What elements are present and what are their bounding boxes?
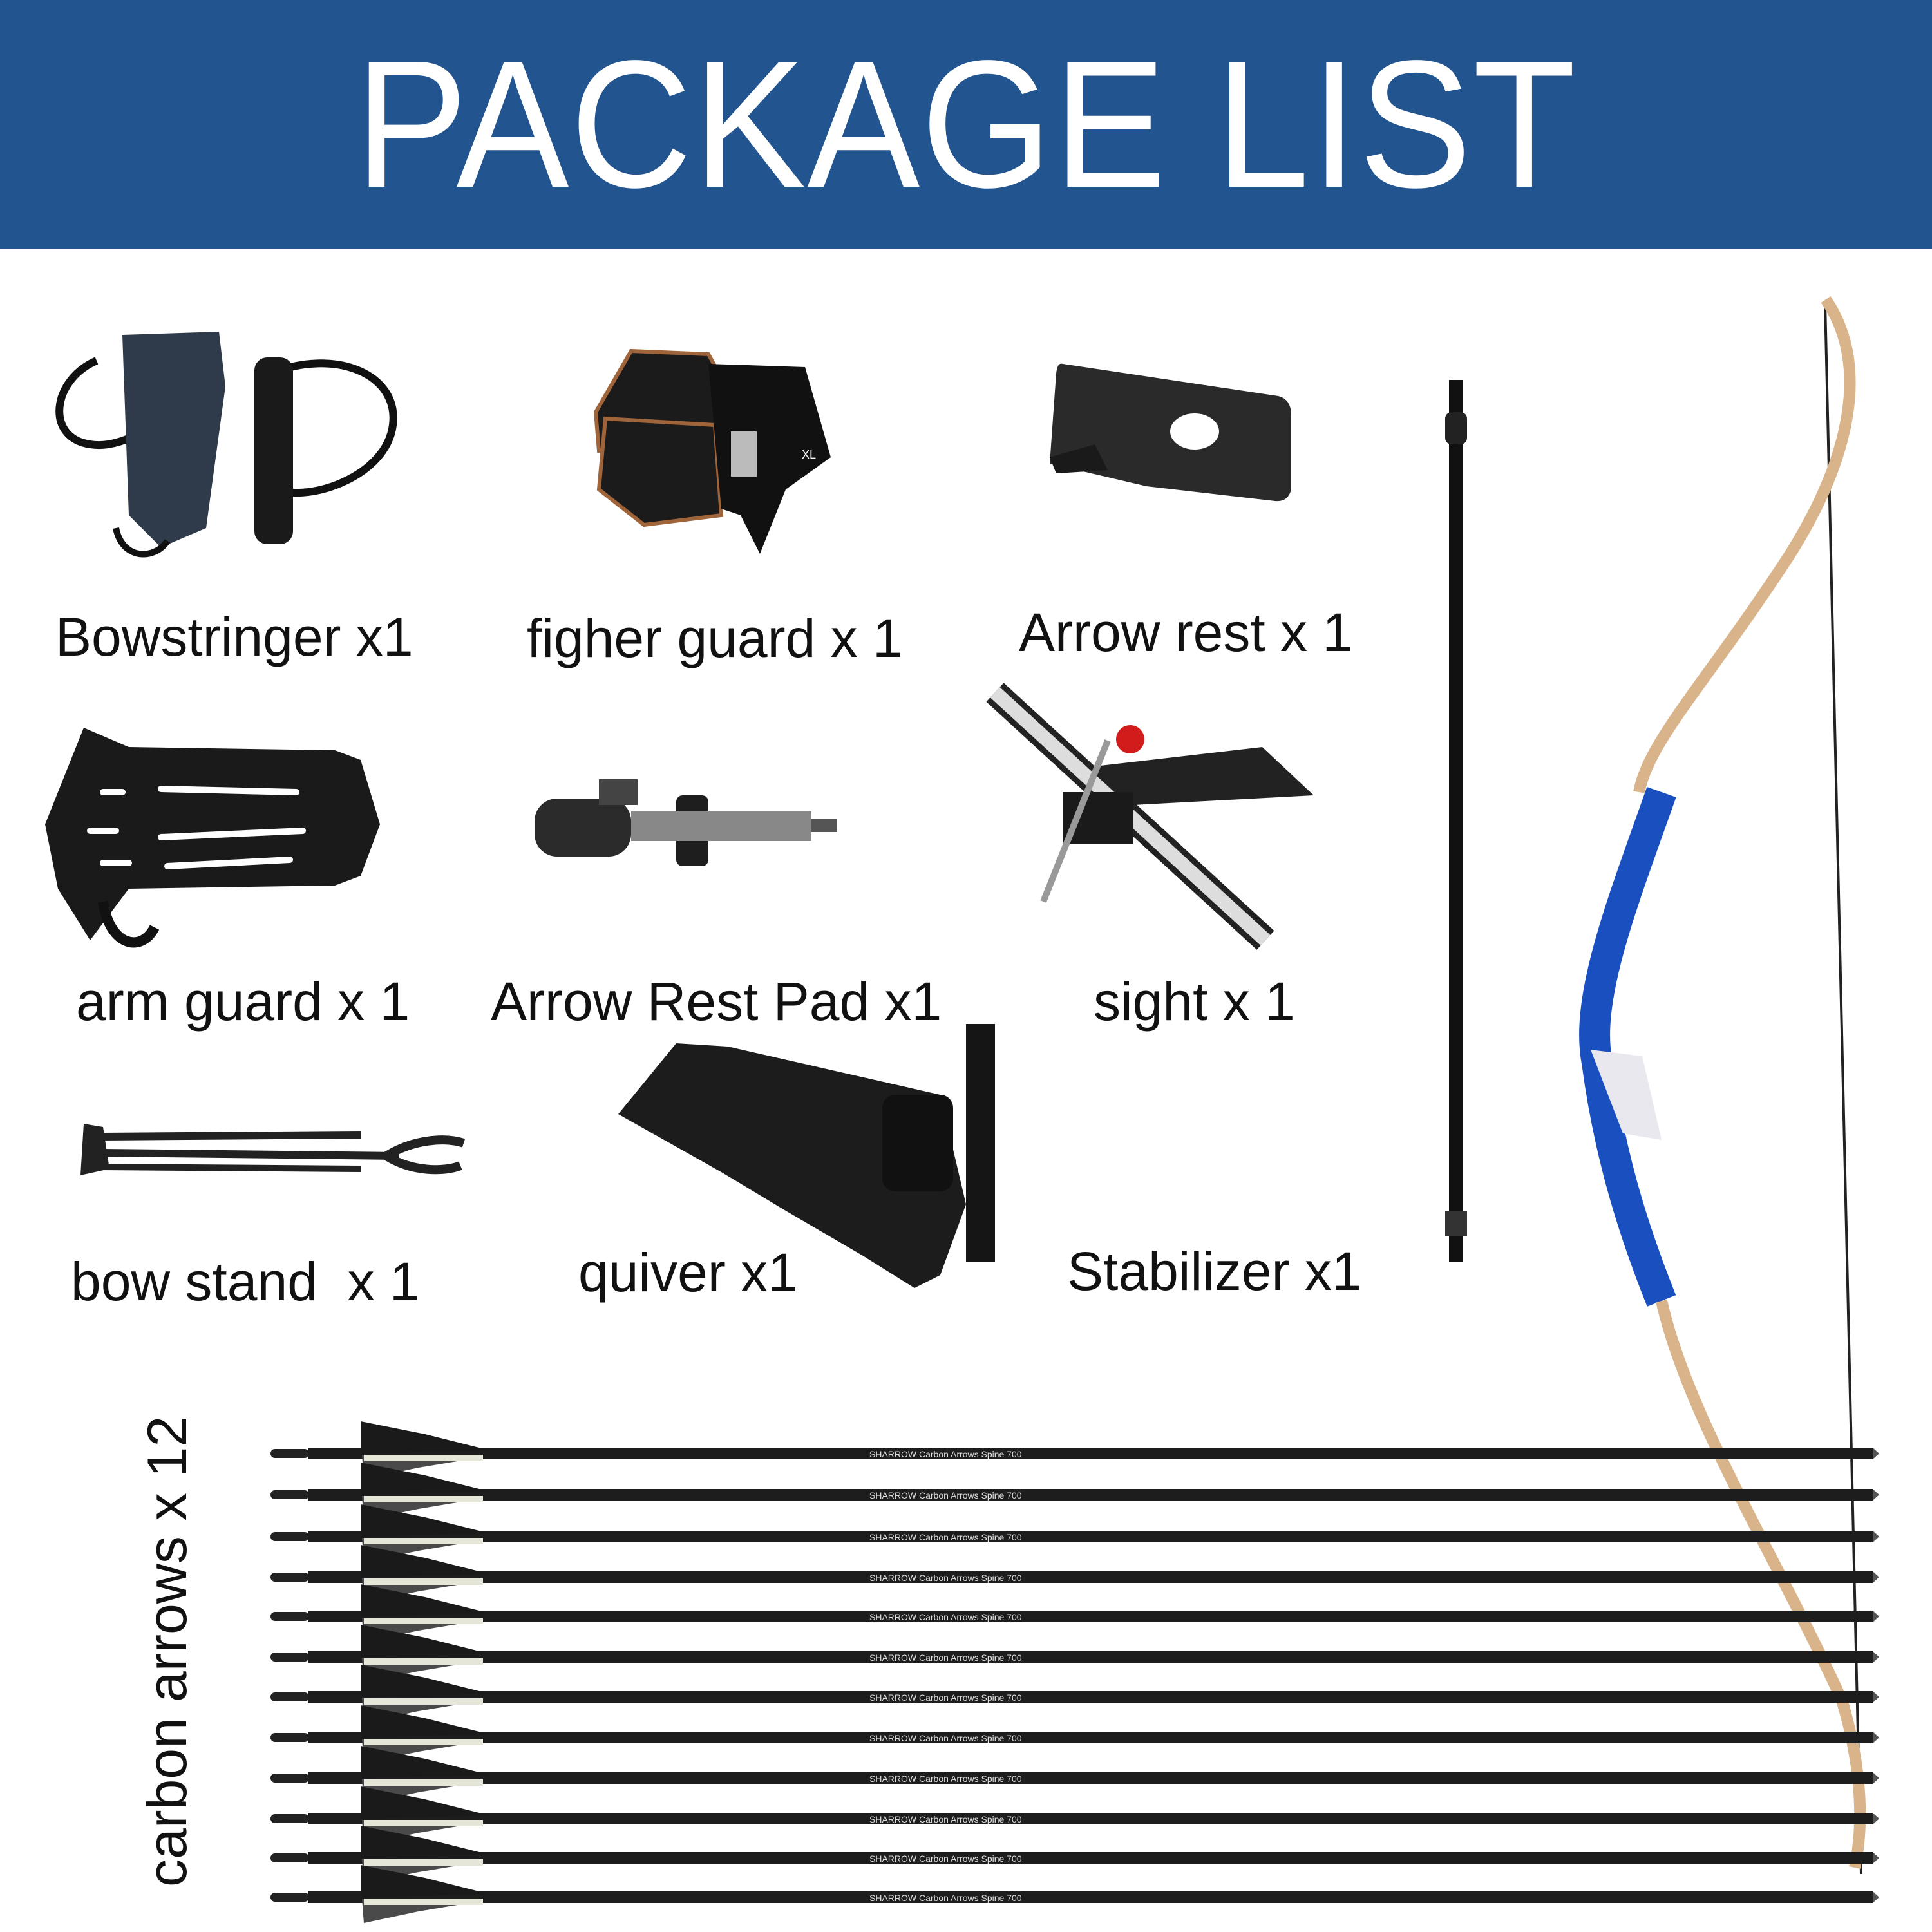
finger-guard-icon: XL (593, 348, 831, 554)
arrow-rest-icon (1050, 363, 1291, 502)
sight-icon (986, 683, 1314, 950)
quiver-icon (618, 1024, 995, 1288)
arrow-icon: SHARROW Carbon Arrows Spine 700 (270, 1584, 1879, 1642)
arrow-icon: SHARROW Carbon Arrows Spine 700 (270, 1786, 1879, 1844)
bow-stand-icon (80, 1124, 466, 1175)
arrow-rest-pad-icon (535, 779, 837, 866)
arrow-print: SHARROW Carbon Arrows Spine 700 (869, 1449, 1022, 1459)
arrow-icon: SHARROW Carbon Arrows Spine 700 (270, 1705, 1879, 1763)
arrow-icon: SHARROW Carbon Arrows Spine 700 (270, 1504, 1879, 1562)
arrow-print: SHARROW Carbon Arrows Spine 700 (869, 1653, 1022, 1663)
arrow-print: SHARROW Carbon Arrows Spine 700 (869, 1893, 1022, 1903)
label-quiver: quiver x1 (578, 1242, 798, 1303)
label-finger-guard: figher guard x 1 (527, 608, 903, 668)
arm-guard-icon (45, 728, 380, 948)
label-arrow-rest-pad: Arrow Rest Pad x1 (491, 971, 942, 1032)
label-bowstringer: Bowstringer x1 (55, 607, 413, 667)
arrow-print: SHARROW Carbon Arrows Spine 700 (869, 1532, 1022, 1542)
stabilizer-icon (1445, 380, 1467, 1262)
label-stabilizer: Stabilizer x1 (1067, 1241, 1362, 1302)
label-bow-stand: bow stand x 1 (71, 1251, 420, 1312)
arrow-print: SHARROW Carbon Arrows Spine 700 (869, 1853, 1022, 1864)
page-title: PACKAGE LIST (355, 23, 1577, 225)
arrow-icon: SHARROW Carbon Arrows Spine 700 (270, 1746, 1879, 1804)
size-mark: XL (802, 448, 816, 461)
arrow-print: SHARROW Carbon Arrows Spine 700 (869, 1814, 1022, 1824)
arrow-icon: SHARROW Carbon Arrows Spine 700 (270, 1625, 1879, 1683)
arrow-print: SHARROW Carbon Arrows Spine 700 (869, 1490, 1022, 1501)
arrow-icon: SHARROW Carbon Arrows Spine 700 (270, 1463, 1879, 1520)
arrow-icon: SHARROW Carbon Arrows Spine 700 (270, 1826, 1879, 1884)
label-arrow-rest: Arrow rest x 1 (1019, 602, 1353, 663)
arrow-print: SHARROW Carbon Arrows Spine 700 (869, 1692, 1022, 1703)
arrow-icon: SHARROW Carbon Arrows Spine 700 (270, 1421, 1879, 1479)
header-banner: PACKAGE LIST (0, 0, 1932, 249)
arrow-icon: SHARROW Carbon Arrows Spine 700 (270, 1865, 1879, 1923)
arrow-print: SHARROW Carbon Arrows Spine 700 (869, 1573, 1022, 1583)
arrow-icon: SHARROW Carbon Arrows Spine 700 (270, 1665, 1879, 1723)
arrow-print: SHARROW Carbon Arrows Spine 700 (869, 1774, 1022, 1784)
arrow-print: SHARROW Carbon Arrows Spine 700 (869, 1612, 1022, 1622)
arrow-print: SHARROW Carbon Arrows Spine 700 (869, 1733, 1022, 1743)
label-carbon-arrows: carbon arrows x 12 (137, 1416, 198, 1887)
label-arm-guard: arm guard x 1 (76, 971, 410, 1032)
arrow-icon: SHARROW Carbon Arrows Spine 700 (270, 1545, 1879, 1603)
bowstringer-icon (55, 332, 397, 558)
label-sight: sight x 1 (1094, 971, 1295, 1032)
